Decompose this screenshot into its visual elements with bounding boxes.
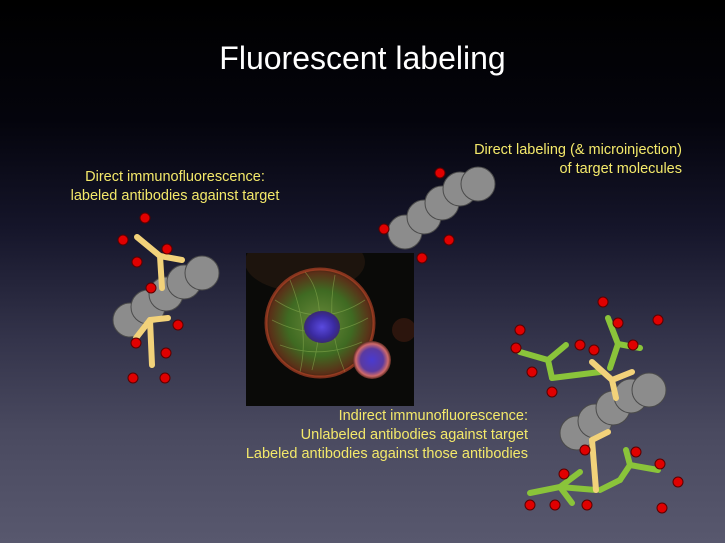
slide-title: Fluorescent labeling <box>219 40 506 76</box>
indirect-immunofluorescence-line-2: Unlabeled antibodies against target <box>300 427 528 443</box>
indirect-immunofluorescence-line-1: Indirect immunofluorescence: <box>338 408 528 424</box>
fluorophore-dots-icon <box>510 296 684 514</box>
direct-labeling-line-1: Direct labeling (& microinjection) <box>474 142 682 158</box>
indirect-immunofluorescence-line-3: Labeled antibodies against those antibod… <box>245 446 528 462</box>
direct-immunofluorescence-group <box>112 212 220 384</box>
direct-immunofluorescence-label: Direct immunofluorescence: labeled antib… <box>40 168 310 206</box>
target-molecule-chain-icon <box>387 166 496 250</box>
indirect-immunofluorescence-label: Indirect immunofluorescence: Unlabeled a… <box>180 407 528 464</box>
target-molecule-chain-icon <box>559 372 667 451</box>
primary-antibody-icon <box>589 359 635 493</box>
direct-labeling-line-2: of target molecules <box>559 161 682 177</box>
direct-immunofluorescence-line-2: labeled antibodies against target <box>70 188 280 204</box>
fluorophore-dots-icon <box>378 167 455 264</box>
target-molecule-chain-icon <box>112 255 220 338</box>
micrograph-image <box>246 253 414 406</box>
direct-labeling-label: Direct labeling (& microinjection) of ta… <box>395 141 682 179</box>
direct-labeling-group <box>378 166 496 264</box>
direct-immunofluorescence-line-1: Direct immunofluorescence: <box>85 169 265 185</box>
indirect-immunofluorescence-group <box>510 296 684 514</box>
fluorophore-dots-icon <box>117 212 184 384</box>
primary-antibody-icon <box>133 234 185 368</box>
